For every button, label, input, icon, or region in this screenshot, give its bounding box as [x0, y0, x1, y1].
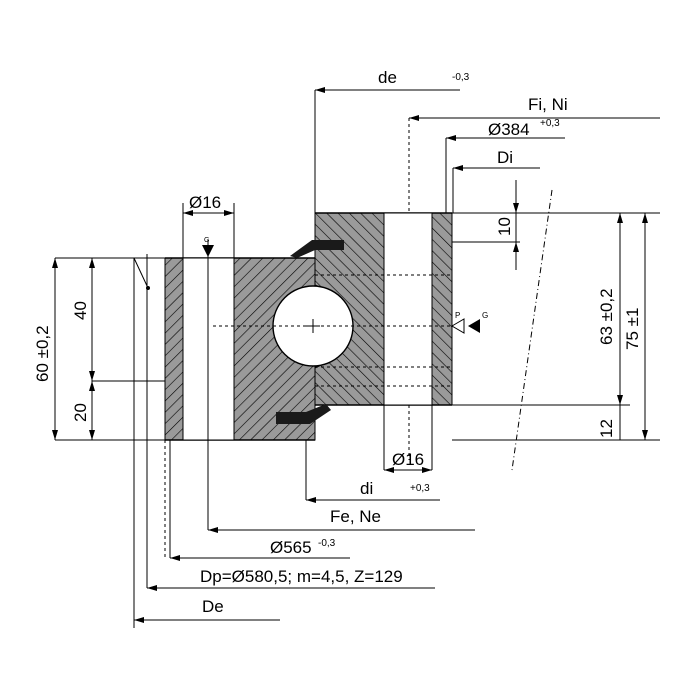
label-h20: 20 [71, 403, 90, 422]
dim-d16-bottom [384, 467, 432, 473]
leader-d384 [446, 135, 565, 141]
label-fe-ne: Fe, Ne [330, 507, 381, 526]
label-de-tol: -0,3 [452, 72, 470, 83]
label-g-right: G [482, 311, 488, 320]
label-d565: Ø565 [270, 538, 312, 557]
label-di-lower: di [360, 479, 373, 498]
leader-d565 [170, 555, 350, 561]
dim-63 [617, 213, 623, 405]
dim-60 [52, 258, 58, 440]
label-g-top: G [204, 237, 209, 244]
leader-dp [147, 585, 435, 591]
label-fi-ni: Fi, Ni [528, 95, 568, 114]
label-dim10: 10 [495, 217, 514, 236]
leader-di-upper [453, 165, 540, 171]
label-dp: Dp=Ø580,5; m=4,5, Z=129 [200, 567, 403, 586]
dim-75 [642, 213, 648, 440]
label-p: P [455, 311, 460, 320]
dim-20 [89, 381, 95, 440]
label-d565-tol: -0,3 [318, 538, 336, 549]
leader-di-lower [306, 497, 440, 503]
dim-10 [513, 180, 519, 270]
label-d384: Ø384 [488, 120, 530, 139]
dim-d16-top [183, 210, 234, 216]
leader-fe-ne [208, 527, 475, 533]
seal-bottom [276, 404, 331, 424]
label-de: de [378, 68, 397, 87]
label-h40: 40 [71, 301, 90, 320]
label-h63: 63 ±0,2 [597, 288, 616, 345]
label-di-upper: Di [497, 148, 513, 167]
seal-top [290, 240, 344, 258]
leader-fi-ni [409, 115, 660, 121]
label-h75: 75 ±1 [623, 308, 642, 350]
label-h60: 60 ±0,2 [33, 325, 52, 382]
label-di-tol: +0,3 [410, 483, 430, 494]
label-d384-tol: +0,3 [540, 118, 560, 129]
label-h12: 12 [597, 419, 616, 438]
label-d16-bottom: Ø16 [392, 450, 424, 469]
leader-de [315, 87, 460, 93]
dim-40 [89, 258, 95, 381]
leader-de-upper [134, 617, 280, 623]
label-de-upper: De [202, 597, 224, 616]
label-d16-top: Ø16 [189, 193, 221, 212]
